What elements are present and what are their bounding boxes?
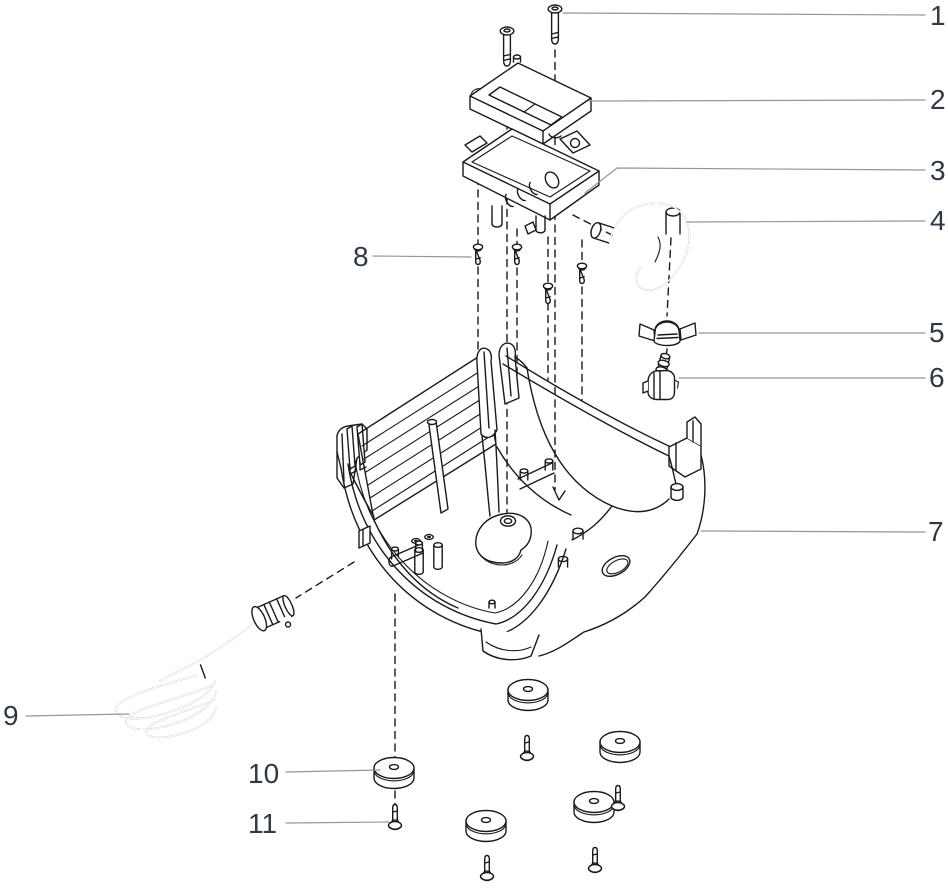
callout-label-7: 7 (928, 516, 944, 547)
callout-label-2: 2 (930, 84, 946, 115)
callout-label-3: 3 (930, 155, 946, 186)
part-6-elbow-fitting (642, 352, 680, 401)
part-8-screws (472, 243, 588, 305)
part-4-hook-handle (590, 202, 691, 291)
part-10-feet (373, 678, 641, 843)
strain-relief-fitting (251, 594, 295, 632)
part-3-latch-assembly (462, 128, 600, 235)
callout-label-8: 8 (353, 241, 369, 272)
part-1-screws (499, 4, 563, 67)
part-7-main-housing (336, 342, 706, 661)
part-5-wing-nut (638, 320, 697, 347)
callout-label-5: 5 (929, 317, 945, 348)
callout-label-9: 9 (3, 700, 19, 731)
callout-label-10: 10 (248, 758, 280, 789)
part-2-cover-plate (469, 54, 592, 145)
callout-label-11: 11 (248, 808, 278, 839)
callout-label-4: 4 (930, 205, 946, 236)
part-9-cord-strain-relief (115, 594, 295, 739)
dashed-alignment-lines (295, 49, 672, 805)
callout-label-6: 6 (929, 362, 945, 393)
leader-lines (25, 12, 926, 824)
callout-label-1: 1 (930, 0, 946, 31)
